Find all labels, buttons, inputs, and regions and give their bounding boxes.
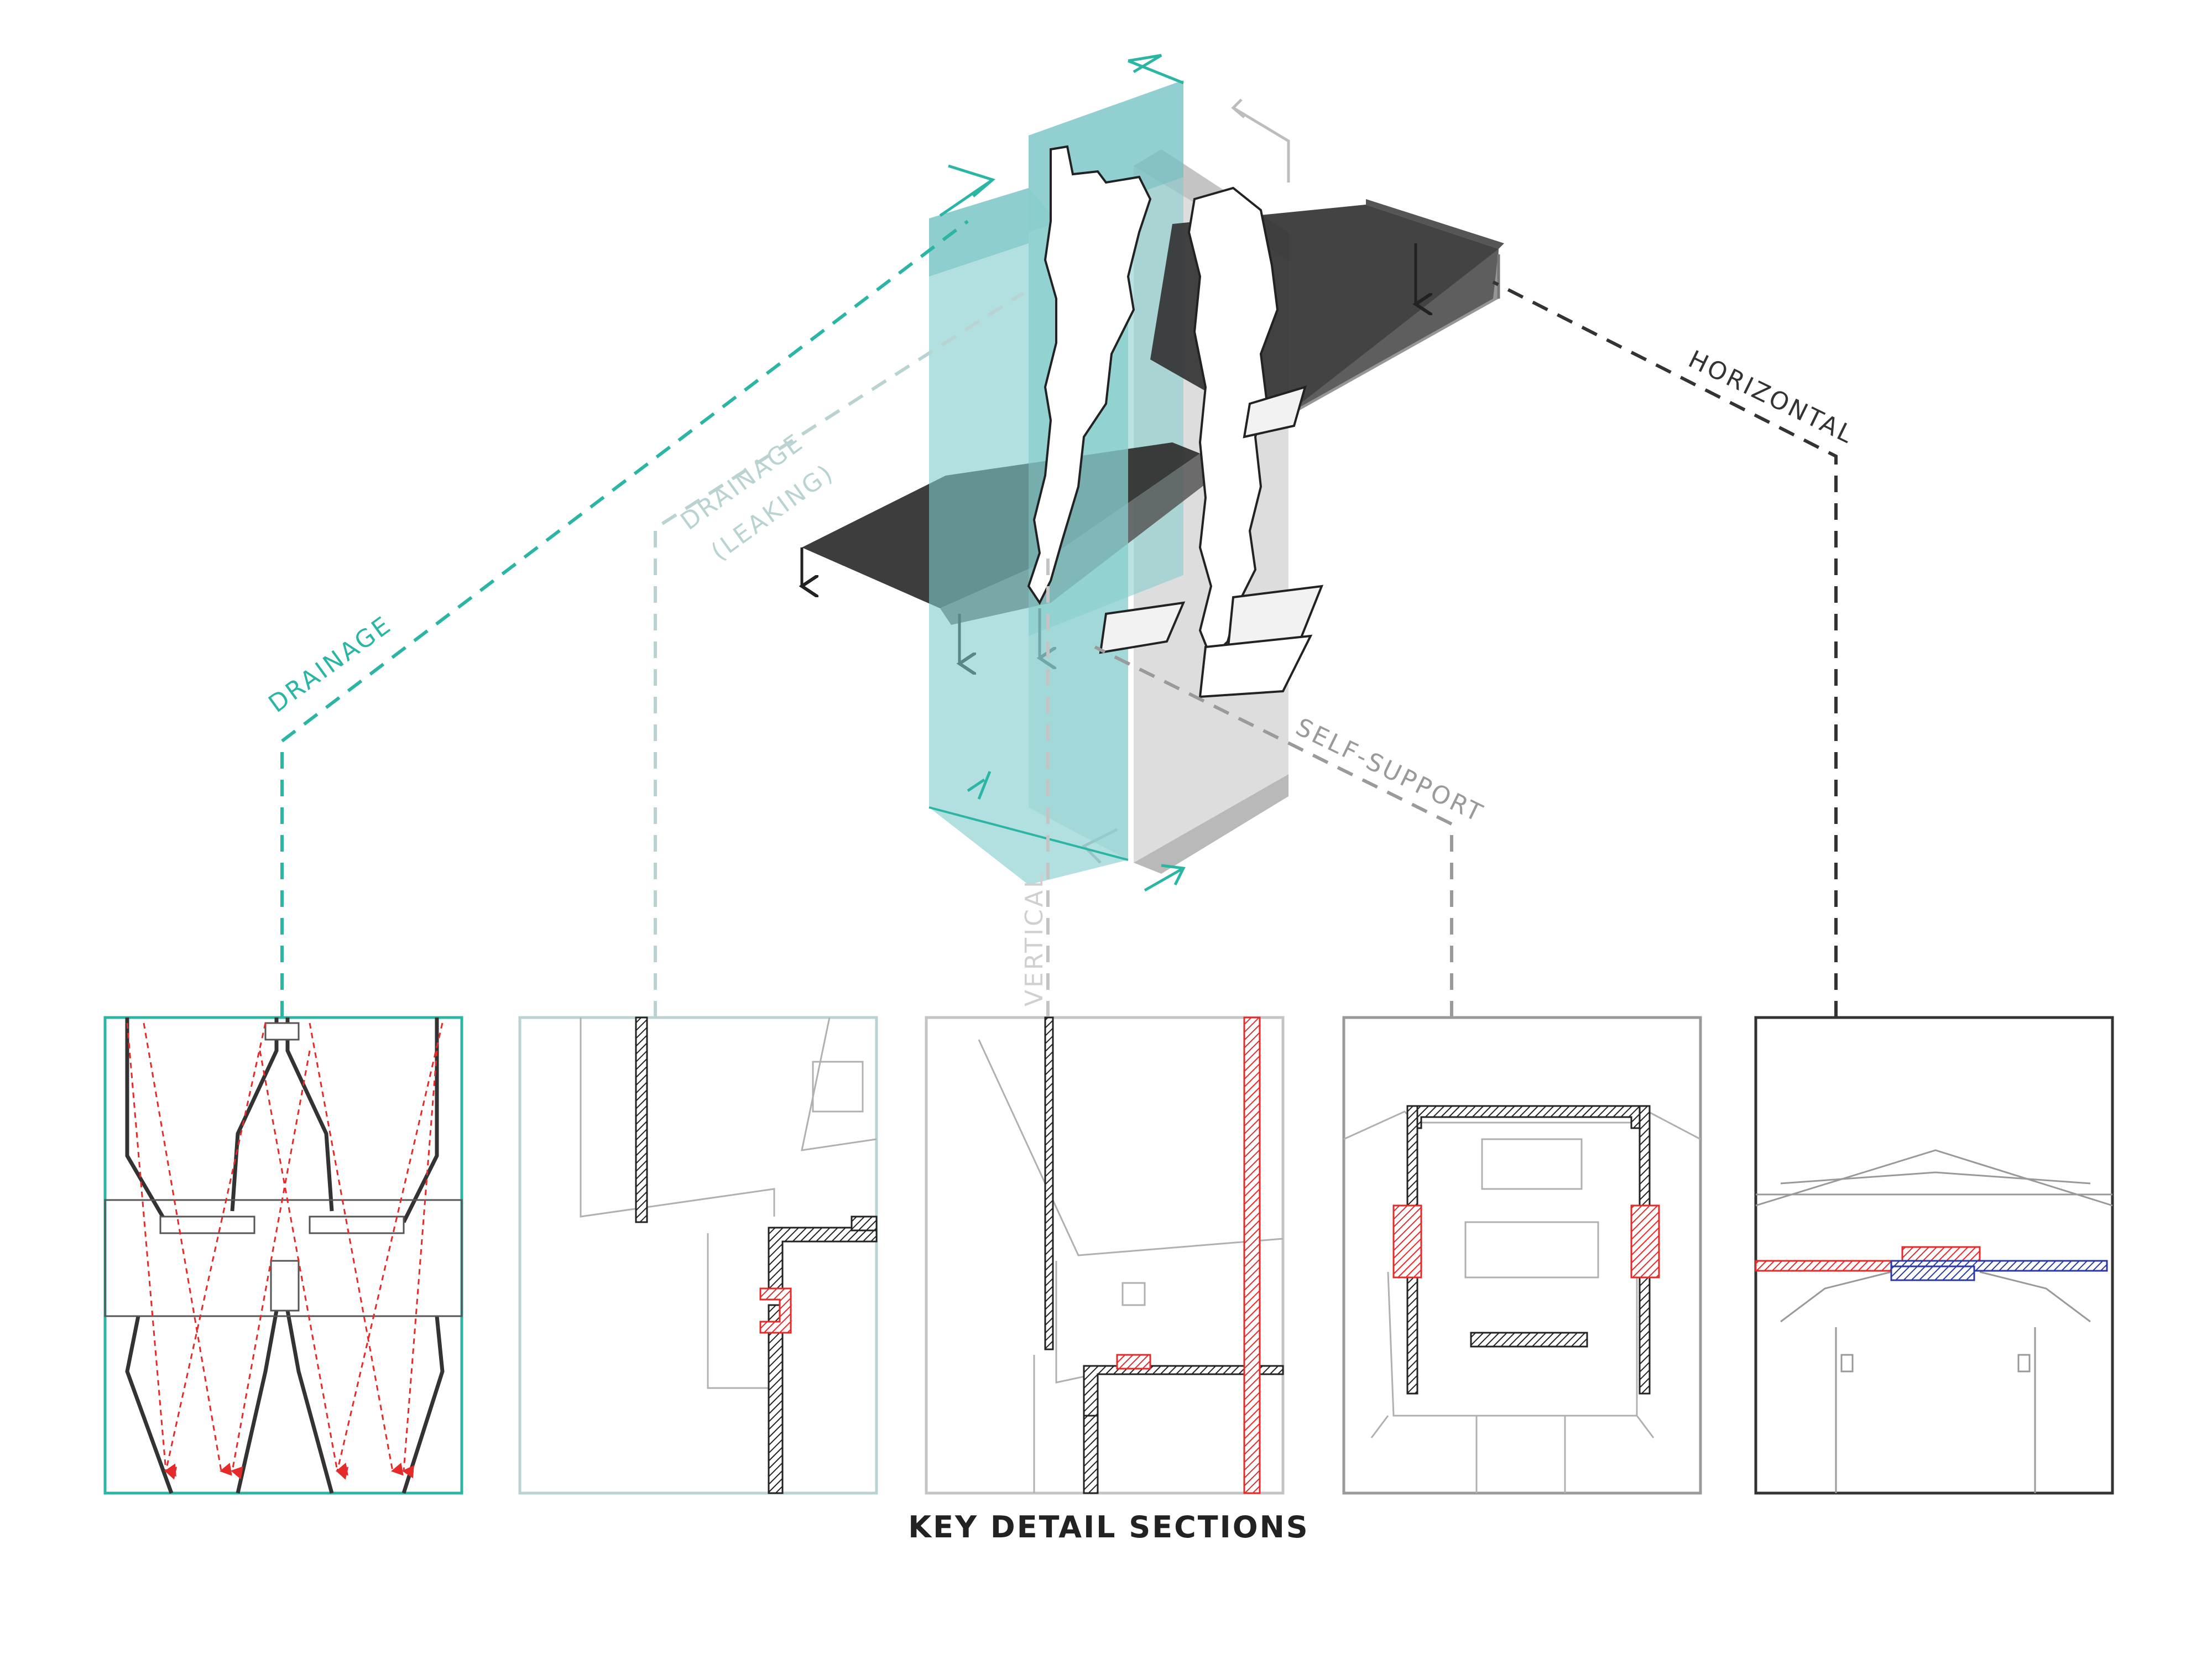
panel-profiles [1027,145,1324,698]
label-vertical: VERTICAL [1020,873,1048,1006]
caption-key-detail-sections: KEY DETAIL SECTIONS [908,1510,1309,1545]
leader-lines [280,220,1838,1018]
drainage-leaking-leader [654,291,1024,1018]
drainage-leader [280,220,969,1018]
detail-box-vertical [925,1016,1285,1495]
detail-box-drainage-leaking [518,1016,878,1495]
label-self-support: SELF-SUPPORT [1291,713,1488,828]
horizontal-leader [1492,280,1838,1018]
label-drainage: DRAINAGE [263,611,397,718]
axonometric-model [802,54,1504,892]
label-horizontal: HORIZONTAL [1684,345,1859,450]
detail-box-horizontal [1754,1016,2114,1495]
detail-box-drainage [103,1016,463,1495]
self-support-leader [1094,645,1453,1018]
detail-box-self-support [1342,1016,1702,1495]
